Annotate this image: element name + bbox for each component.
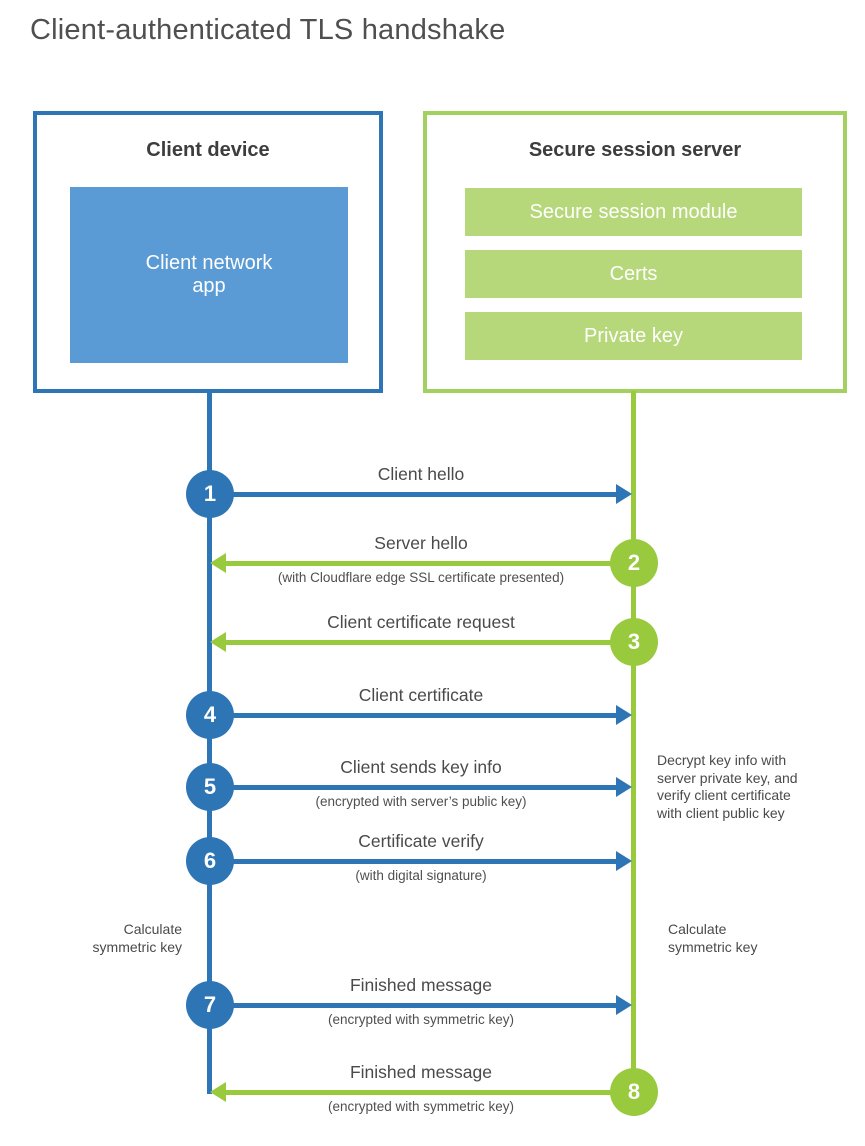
step-label: Client certificate bbox=[358, 685, 484, 705]
arrow-shaft bbox=[212, 713, 616, 718]
arrow-right-icon bbox=[616, 851, 632, 871]
arrow-right-icon bbox=[616, 484, 632, 504]
arrow-shaft bbox=[212, 859, 616, 864]
step-badge: 5 bbox=[186, 763, 234, 811]
step-sublabel: (with Cloudflare edge SSL certificate pr… bbox=[277, 570, 565, 585]
client-lifeline bbox=[207, 391, 212, 1094]
step-badge: 8 bbox=[610, 1068, 658, 1116]
client-device-title: Client device bbox=[146, 139, 270, 161]
certs-bar: Certs bbox=[465, 250, 802, 298]
arrow-left-icon bbox=[210, 553, 226, 573]
step-badge: 7 bbox=[186, 981, 234, 1029]
server-decrypt-note: Decrypt key info with server private key… bbox=[657, 752, 798, 821]
secure-session-server-title: Secure session server bbox=[528, 139, 742, 161]
arrow-left-icon bbox=[210, 1082, 226, 1102]
page-title: Client-authenticated TLS handshake bbox=[30, 14, 506, 46]
step-label: Server hello bbox=[374, 533, 468, 553]
arrow-right-icon bbox=[616, 705, 632, 725]
arrow-shaft bbox=[212, 785, 616, 790]
secure-session-module-bar: Secure session module bbox=[465, 188, 802, 236]
step-label: Client certificate request bbox=[327, 612, 515, 632]
client-device-box: Client device Client network app bbox=[33, 111, 383, 393]
server-calculate-symmetric-key-note: Calculate symmetric key bbox=[668, 921, 758, 955]
arrow-shaft bbox=[212, 1003, 616, 1008]
step-badge: 2 bbox=[610, 539, 658, 587]
client-calculate-symmetric-key-note: Calculate symmetric key bbox=[92, 921, 182, 955]
private-key-bar: Private key bbox=[465, 312, 802, 360]
arrow-right-icon bbox=[616, 995, 632, 1015]
step-badge: 3 bbox=[610, 618, 658, 666]
client-network-app-box: Client network app bbox=[70, 187, 348, 363]
server-lifeline bbox=[631, 391, 636, 1094]
step-label: Finished message bbox=[349, 975, 493, 995]
step-sublabel: (with digital signature) bbox=[355, 868, 487, 883]
arrow-right-icon bbox=[616, 777, 632, 797]
step-sublabel: (encrypted with symmetric key) bbox=[327, 1099, 515, 1114]
step-badge: 4 bbox=[186, 691, 234, 739]
step-badge: 1 bbox=[186, 470, 234, 518]
arrow-shaft bbox=[226, 561, 633, 566]
arrow-shaft bbox=[212, 492, 616, 497]
step-sublabel: (encrypted with symmetric key) bbox=[327, 1012, 515, 1027]
step-label: Client hello bbox=[377, 464, 465, 484]
step-label: Certificate verify bbox=[358, 831, 484, 851]
arrow-shaft bbox=[226, 640, 633, 645]
arrow-left-icon bbox=[210, 632, 226, 652]
step-badge: 6 bbox=[186, 837, 234, 885]
step-sublabel: (encrypted with server’s public key) bbox=[315, 794, 527, 809]
step-label: Client sends key info bbox=[340, 757, 502, 777]
step-label: Finished message bbox=[349, 1062, 493, 1082]
arrow-shaft bbox=[226, 1090, 633, 1095]
secure-session-server-box: Secure session server Secure session mod… bbox=[423, 111, 847, 393]
